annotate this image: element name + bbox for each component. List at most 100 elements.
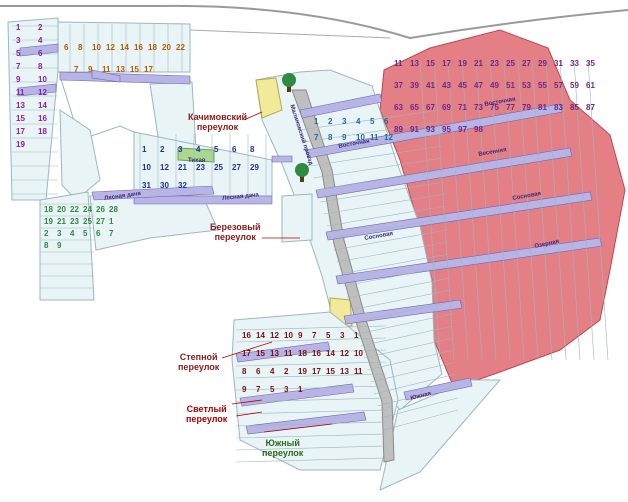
plot-boundary xyxy=(235,361,387,367)
lot-number: 67 xyxy=(426,103,435,112)
lot-number: 27 xyxy=(522,59,531,68)
lot-number: 13 xyxy=(270,349,279,358)
lot-number: 25 xyxy=(214,163,223,172)
lot-number: 16 xyxy=(242,331,251,340)
lot-number: 12 xyxy=(384,133,393,142)
lot-number: 4 xyxy=(38,36,43,45)
street-label-svetly: Светлый переулок xyxy=(186,404,228,424)
lot-number: 4 xyxy=(70,229,75,238)
lot-number: 9 xyxy=(57,241,62,250)
lot-number: 13 xyxy=(16,101,25,110)
lot-number: 17 xyxy=(312,367,321,376)
lot-number: 23 xyxy=(490,59,499,68)
lot-number: 49 xyxy=(490,81,499,90)
lot-number: 23 xyxy=(196,163,205,172)
lot-number: 6 xyxy=(384,117,389,126)
lot-number: 9 xyxy=(298,331,303,340)
lot-number: 19 xyxy=(298,367,307,376)
lot-number: 11 xyxy=(16,88,25,97)
lot-number: 3 xyxy=(340,331,345,340)
plot-boundary xyxy=(235,397,387,403)
lot-number: 24 xyxy=(83,205,92,214)
lot-number: 25 xyxy=(506,59,515,68)
lot-number: 65 xyxy=(410,103,419,112)
lot-number: 2 xyxy=(44,229,49,238)
lot-number: 17 xyxy=(442,59,451,68)
plot-boundary xyxy=(235,337,387,343)
lot-number: 83 xyxy=(554,103,563,112)
lot-number: 14 xyxy=(38,101,47,110)
lot-number: 8 xyxy=(38,62,43,71)
lot-number: 51 xyxy=(506,81,515,90)
plot-boundary xyxy=(235,325,387,331)
plot-boundary xyxy=(367,349,455,371)
plot-boundary xyxy=(306,133,442,155)
lot-number: 1 xyxy=(298,385,303,394)
plot-boundary xyxy=(343,265,450,287)
street-band xyxy=(235,341,331,363)
plot-boundary xyxy=(299,109,441,131)
lot-number: 4 xyxy=(196,145,201,154)
lot-number: 6 xyxy=(38,49,43,58)
lot-number: 9 xyxy=(342,133,347,142)
block-nw-left xyxy=(7,17,59,201)
street-label-berezovy: Березовый переулок xyxy=(210,222,261,242)
plot-boundary xyxy=(353,301,452,323)
lot-number: 93 xyxy=(426,125,435,134)
plot-boundary xyxy=(370,361,456,383)
lot-number: 9 xyxy=(16,75,21,84)
lot-number: 35 xyxy=(586,59,595,68)
lot-number: 13 xyxy=(410,59,419,68)
street-band xyxy=(245,411,367,435)
lot-number: 89 xyxy=(394,125,403,134)
lot-number: 8 xyxy=(78,43,83,52)
plot-boundary xyxy=(360,325,454,347)
main-road xyxy=(291,89,395,463)
lot-number: 45 xyxy=(458,81,467,90)
lot-number: 61 xyxy=(586,81,595,90)
lot-number: 39 xyxy=(410,81,419,90)
lot-number: 11 xyxy=(284,349,293,358)
tree-icon xyxy=(295,163,309,182)
lot-number: 2 xyxy=(328,117,333,126)
plot-boundary xyxy=(373,373,456,395)
lot-number: 18 xyxy=(44,205,53,214)
lot-number: 15 xyxy=(256,349,265,358)
plot-boundary xyxy=(310,145,443,167)
lot-number: 19 xyxy=(458,59,467,68)
plot-boundary xyxy=(559,59,581,361)
plot-boundary xyxy=(333,229,448,251)
plot-boundary xyxy=(350,289,451,311)
lot-number: 3 xyxy=(57,229,62,238)
lot-number: 25 xyxy=(83,217,92,226)
plot-boundary xyxy=(377,385,457,407)
street-label-yuzhny: Южный переулок xyxy=(262,438,304,458)
plot-boundary xyxy=(447,59,469,361)
lot-number: 29 xyxy=(250,163,259,172)
lot-number: 10 xyxy=(142,163,151,172)
lot-number: 33 xyxy=(570,59,579,68)
lot-number: 6 xyxy=(96,229,101,238)
lot-number: 21 xyxy=(57,217,66,226)
plot-boundary xyxy=(235,421,387,427)
street-band xyxy=(19,43,59,57)
lot-number: 2 xyxy=(38,23,43,32)
lot-number: 16 xyxy=(38,114,47,123)
lot-number: 4 xyxy=(270,367,275,376)
lot-number: 77 xyxy=(506,103,515,112)
lot-number: 30 xyxy=(160,181,169,190)
lot-number: 16 xyxy=(134,43,143,52)
lot-number: 19 xyxy=(44,217,53,226)
lot-number: 31 xyxy=(554,59,563,68)
street-band xyxy=(335,237,603,285)
lot-number: 3 xyxy=(178,145,183,154)
lot-number: 1 xyxy=(142,145,147,154)
plot-grid xyxy=(12,24,609,463)
lot-number: 17 xyxy=(242,349,251,358)
lot-number: 12 xyxy=(106,43,115,52)
street-band xyxy=(17,83,57,97)
strip-label-tikhaya: Тихая xyxy=(188,158,206,164)
